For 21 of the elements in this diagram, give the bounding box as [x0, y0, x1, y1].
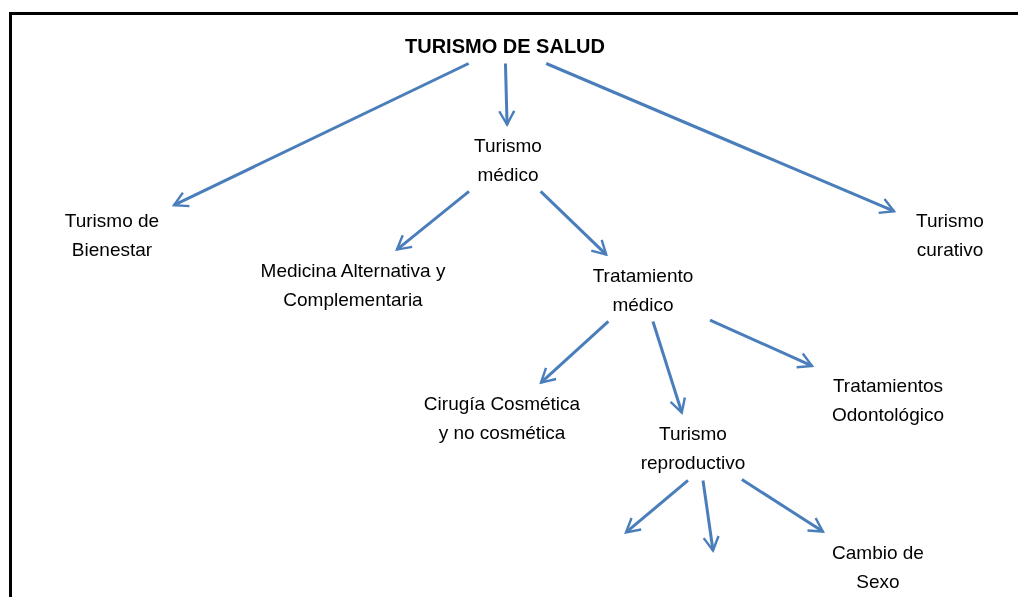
arrow	[741, 478, 825, 533]
arrow	[395, 190, 470, 251]
arrow	[709, 318, 814, 369]
node-label: Turismo de Bienestar	[56, 205, 168, 265]
arrow	[539, 320, 610, 384]
title-text: TURISMO DE SALUD	[405, 30, 605, 62]
node-label: Tratamiento médico	[578, 260, 708, 320]
node-label: Cirugía Cosmética y no cosmética	[422, 388, 582, 448]
arrow	[701, 480, 720, 552]
node-label: Medicina Alternativa y Complementaria	[260, 255, 446, 315]
node-label: Turismo reproductivo	[628, 418, 758, 478]
node-label: Tratamientos Odontológico	[818, 370, 958, 430]
arrow	[545, 62, 896, 215]
arrow	[498, 63, 516, 126]
arrow	[624, 479, 689, 534]
arrow	[172, 62, 470, 208]
node-label: Turismo curativo	[900, 205, 1000, 265]
node-label: Cambio de Sexo	[823, 537, 933, 597]
arrow	[651, 321, 687, 414]
arrow	[539, 190, 608, 256]
node-label: Turismo médico	[458, 130, 558, 190]
